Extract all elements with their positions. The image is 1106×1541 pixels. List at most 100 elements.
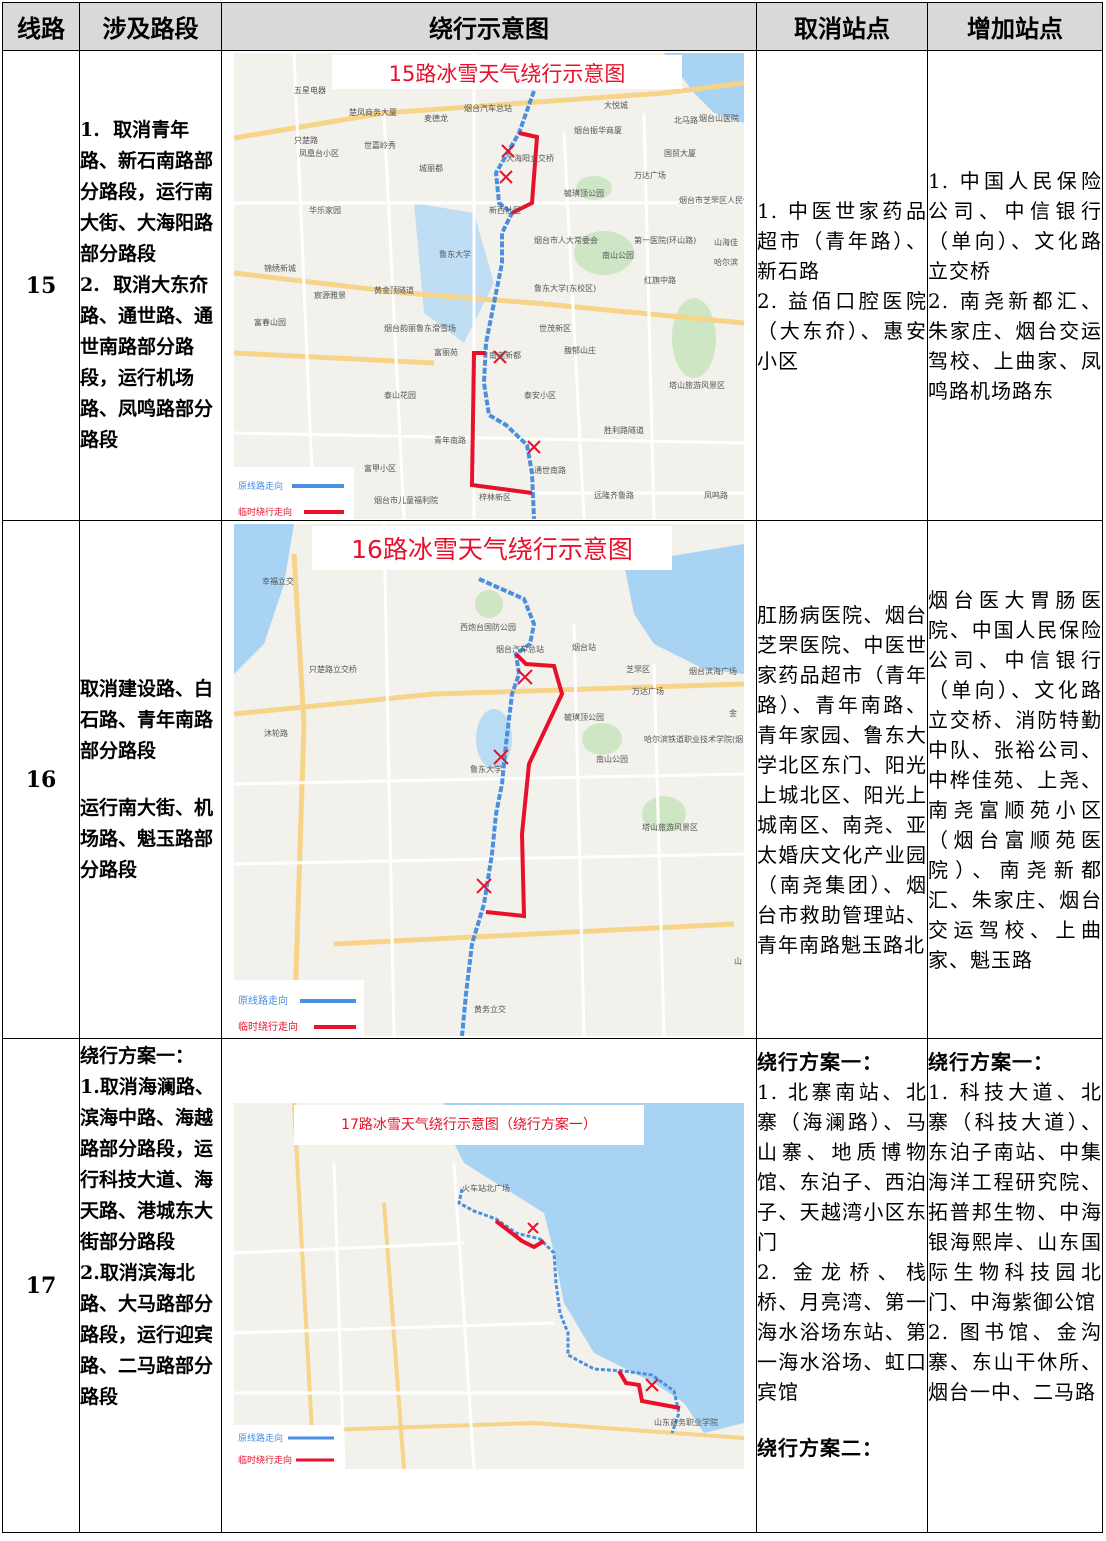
header-segments: 涉及路段 bbox=[79, 2, 222, 51]
add-stops: 绕行方案一： 1. 科技大道、北寨（科技大道）、东泊子南站、中集海洋工程研究院、… bbox=[927, 1038, 1103, 1533]
header-line: 线路 bbox=[2, 2, 80, 51]
svg-text:烟台市芝罘区人民体育场: 烟台市芝罘区人民体育场 bbox=[679, 195, 744, 205]
table-row: 17 绕行方案一： 1.取消海澜路、滨海中路、海越路部分路段，运行科技大道、海天… bbox=[2, 1038, 1103, 1533]
svg-text:毓璜顶公园: 毓璜顶公园 bbox=[564, 712, 604, 722]
svg-text:泰安小区: 泰安小区 bbox=[524, 390, 556, 400]
map-title: 17路冰雪天气绕行示意图（绕行方案一） bbox=[341, 1116, 597, 1133]
svg-text:烟台山医院: 烟台山医院 bbox=[699, 113, 739, 123]
svg-text:烟台市儿童福利院: 烟台市儿童福利院 bbox=[374, 495, 438, 505]
svg-text:烟台市人大常委会: 烟台市人大常委会 bbox=[534, 235, 598, 245]
segment-item: 运行南大街、机场路、魁玉路部分路段 bbox=[80, 796, 214, 881]
route-number: 16 bbox=[2, 520, 80, 1039]
svg-text:富甲小区: 富甲小区 bbox=[364, 463, 396, 473]
legend-original: 原线路走向 bbox=[238, 994, 288, 1007]
route-15-map: 15路冰雪天气绕行示意图 五星电器只楚路楚凤商务大厦 麦德龙烟台汽车总站大悦城 … bbox=[234, 52, 744, 519]
cancel-item: 肛肠病医院、烟台芝罘医院、中医世家药品超市（青年路）、青年南路、青年家园、鲁东大… bbox=[757, 602, 927, 957]
svg-text:大悦城: 大悦城 bbox=[604, 100, 628, 110]
svg-text:烟台汽车总站: 烟台汽车总站 bbox=[496, 644, 544, 654]
svg-text:金: 金 bbox=[729, 708, 737, 718]
table-row: 16 取消建设路、白石路、青年南路部分路段 运行南大街、机场路、魁玉路部分路段 bbox=[2, 520, 1103, 1039]
route-16-map: 16路冰雪天气绕行示意图 幸福立交西炮台国防公园烟台汽车总站 烟台站芝罘区烟台滨… bbox=[234, 523, 744, 1036]
add-item: 1. 中国人民保险公司、中信银行（单向）、文化路立交桥 bbox=[928, 168, 1102, 283]
svg-text:烟台站: 烟台站 bbox=[572, 642, 596, 652]
svg-text:南山公园: 南山公园 bbox=[596, 754, 628, 764]
svg-text:世茂新区: 世茂新区 bbox=[539, 323, 571, 333]
svg-text:南尧新都: 南尧新都 bbox=[489, 350, 521, 360]
add-stops: 1. 中国人民保险公司、中信银行（单向）、文化路立交桥 2. 南尧新都汇、朱家庄… bbox=[927, 50, 1103, 521]
add-item: 2. 南尧新都汇、朱家庄、烟台交运驾校、上曲家、凤鸣路机场路东 bbox=[928, 288, 1102, 403]
svg-text:黄金顶隧道: 黄金顶隧道 bbox=[374, 285, 414, 295]
svg-text:宸源雅景: 宸源雅景 bbox=[314, 290, 346, 300]
svg-text:只楚路: 只楚路 bbox=[294, 135, 318, 145]
map-title: 15路冰雪天气绕行示意图 bbox=[389, 62, 626, 86]
svg-text:鲁东大学: 鲁东大学 bbox=[439, 249, 471, 259]
svg-text:馥郁山庄: 馥郁山庄 bbox=[564, 345, 596, 355]
legend-detour: 临时绕行走向 bbox=[238, 1454, 292, 1466]
svg-text:哈尔滨: 哈尔滨 bbox=[714, 257, 738, 267]
legend-original: 原线路走向 bbox=[238, 1432, 283, 1444]
svg-text:世嘉岭秀: 世嘉岭秀 bbox=[364, 140, 396, 150]
svg-text:山海佳: 山海佳 bbox=[714, 237, 738, 247]
svg-text:山东商务职业学院: 山东商务职业学院 bbox=[654, 1417, 718, 1427]
svg-text:胜利路隧道: 胜利路隧道 bbox=[604, 425, 644, 435]
cancel-stops: 肛肠病医院、烟台芝罘医院、中医世家药品超市（青年路）、青年南路、青年家园、鲁东大… bbox=[756, 520, 928, 1039]
cancel-stops: 1. 中医世家药品超市（青年路）、新石路 2. 益佰口腔医院（大东夼）、惠安小区 bbox=[756, 50, 928, 521]
svg-text:烟台振华商厦: 烟台振华商厦 bbox=[574, 125, 622, 135]
svg-text:麦德龙: 麦德龙 bbox=[424, 113, 448, 123]
svg-text:新西社区: 新西社区 bbox=[489, 205, 521, 215]
svg-text:富丽苑: 富丽苑 bbox=[434, 347, 458, 357]
svg-text:西炮台国防公园: 西炮台国防公园 bbox=[460, 622, 516, 632]
svg-text:锦绣新城: 锦绣新城 bbox=[264, 263, 296, 273]
plan-label: 绕行方案二： bbox=[757, 1436, 883, 1460]
svg-text:五星电器: 五星电器 bbox=[294, 85, 326, 95]
header-cancel: 取消站点 bbox=[756, 2, 928, 51]
svg-text:只楚路立交桥: 只楚路立交桥 bbox=[309, 664, 357, 674]
svg-text:万达广场: 万达广场 bbox=[634, 170, 666, 180]
svg-text:鲁东大学: 鲁东大学 bbox=[470, 764, 502, 774]
cancel-item: 1. 北寨南站、北寨（海澜路）、马山寨、地质博物馆、东泊子、西泊子、天越湾小区东… bbox=[757, 1080, 927, 1254]
svg-text:幸福立交: 幸福立交 bbox=[262, 576, 294, 586]
svg-text:青年南路: 青年南路 bbox=[434, 435, 466, 445]
legend-detour: 临时绕行走向 bbox=[238, 1020, 298, 1033]
svg-text:富春山园: 富春山园 bbox=[254, 317, 286, 327]
legend-detour: 临时绕行走向 bbox=[238, 506, 292, 518]
map-cell: 16路冰雪天气绕行示意图 幸福立交西炮台国防公园烟台汽车总站 烟台站芝罘区烟台滨… bbox=[221, 520, 757, 1039]
svg-text:大海阳立交桥: 大海阳立交桥 bbox=[506, 153, 554, 163]
svg-text:泰山花园: 泰山花园 bbox=[384, 390, 416, 400]
svg-text:第一医院(环山路): 第一医院(环山路) bbox=[634, 235, 696, 245]
header-map: 绕行示意图 bbox=[221, 2, 757, 51]
segment-item: 取消建设路、白石路、青年南路部分路段 bbox=[80, 677, 214, 762]
svg-text:沐轮路: 沐轮路 bbox=[264, 728, 288, 738]
route-segments: 取消建设路、白石路、青年南路部分路段 运行南大街、机场路、魁玉路部分路段 bbox=[79, 520, 222, 1039]
svg-text:鲁东大学(东校区): 鲁东大学(东校区) bbox=[534, 283, 596, 293]
svg-text:远隆齐鲁路: 远隆齐鲁路 bbox=[594, 490, 634, 500]
svg-text:梓林新区: 梓林新区 bbox=[479, 492, 511, 502]
cancel-item: 1. 中医世家药品超市（青年路）、新石路 bbox=[757, 198, 927, 283]
map-cell: 17路冰雪天气绕行示意图（绕行方案一） 火车站北广场山东商务职业学院 原线路走向… bbox=[221, 1038, 757, 1533]
svg-text:芝罘区: 芝罘区 bbox=[626, 664, 650, 674]
cancel-stops: 绕行方案一： 1. 北寨南站、北寨（海澜路）、马山寨、地质博物馆、东泊子、西泊子… bbox=[756, 1038, 928, 1533]
svg-text:北马路: 北马路 bbox=[674, 115, 698, 125]
plan-label: 绕行方案一： bbox=[928, 1050, 1054, 1074]
segment-item: 2.取消滨海北路、大马路部分路段，运行迎宾路、二马路部分路段 bbox=[80, 1262, 214, 1408]
svg-text:毓璜顶公园: 毓璜顶公园 bbox=[564, 188, 604, 198]
svg-text:凤鸣路: 凤鸣路 bbox=[704, 490, 728, 500]
svg-text:南山公园: 南山公园 bbox=[602, 250, 634, 260]
add-stops: 烟台医大胃肠医院、中国人民保险公司、中信银行（单向）、文化路立交桥、消防特勤中队… bbox=[927, 520, 1103, 1039]
svg-text:凤凰台小区: 凤凰台小区 bbox=[299, 148, 339, 158]
add-item: 2. 图书馆、金沟寨、东山干休所、烟台一中、二马路 bbox=[928, 1320, 1102, 1404]
route-segments: 1. 取消青年路、新石南路部分路段，运行南大街、大海阳路部分路段 2. 取消大东… bbox=[79, 50, 222, 521]
route-number: 15 bbox=[2, 50, 80, 521]
legend-original: 原线路走向 bbox=[238, 480, 283, 492]
svg-text:烟台滨海广场: 烟台滨海广场 bbox=[689, 666, 737, 676]
route-segments: 绕行方案一： 1.取消海澜路、滨海中路、海越路部分路段，运行科技大道、海天路、港… bbox=[79, 1038, 222, 1533]
svg-text:烟台汽车总站: 烟台汽车总站 bbox=[464, 103, 512, 113]
svg-text:华乐家园: 华乐家园 bbox=[309, 205, 341, 215]
plan-label: 绕行方案一： bbox=[757, 1050, 883, 1074]
svg-text:黄务立交: 黄务立交 bbox=[474, 1004, 506, 1014]
svg-text:万达广场: 万达广场 bbox=[632, 686, 664, 696]
svg-text:国贸大厦: 国贸大厦 bbox=[664, 148, 696, 158]
svg-text:楚凤商务大厦: 楚凤商务大厦 bbox=[349, 107, 397, 117]
